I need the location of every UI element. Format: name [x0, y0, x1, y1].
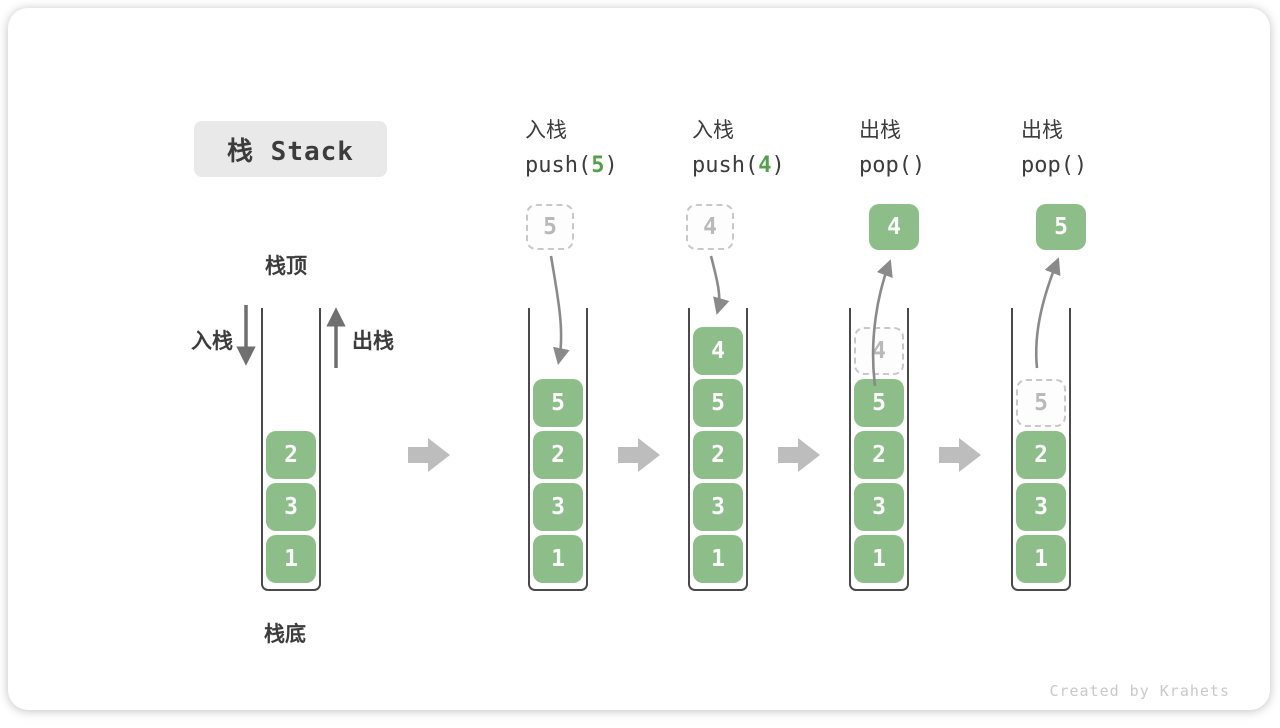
code-post: ): [604, 153, 618, 178]
stack-block: 2: [1016, 431, 1066, 479]
ghost-block: 5: [1016, 379, 1066, 427]
stack-block: 2: [266, 431, 316, 479]
op-header-pop-1: 出栈 pop(): [859, 114, 1019, 178]
popped-value-box: 5: [1036, 204, 1086, 250]
transition-arrow-icon: [618, 438, 660, 472]
op-name: 入栈: [692, 119, 734, 142]
pop-direction-label: 出栈: [352, 330, 394, 353]
op-name: 出栈: [1021, 119, 1063, 142]
transition-arrow-icon: [408, 438, 450, 472]
stack-block: 1: [854, 535, 904, 583]
code-pre: pop(: [859, 153, 912, 178]
code-pre: push(: [525, 153, 592, 178]
stack-block: 2: [693, 431, 743, 479]
incoming-value-box: 5: [526, 204, 574, 250]
stack-block: 5: [854, 379, 904, 427]
code-arg: 5: [591, 153, 605, 178]
op-header-pop-2: 出栈 pop(): [1021, 114, 1181, 178]
stack-block: 3: [1016, 483, 1066, 531]
title-box: 栈 Stack: [194, 121, 387, 177]
stack-container-2: 5 2 3 1: [528, 308, 588, 591]
transition-arrow-icon: [778, 438, 820, 472]
stack-container-5: 5 2 3 1: [1011, 308, 1071, 591]
stack-block: 1: [693, 535, 743, 583]
incoming-value-box: 4: [686, 204, 734, 250]
stack-top-label: 栈顶: [265, 255, 307, 278]
op-name: 出栈: [859, 119, 901, 142]
popped-value-box: 4: [869, 204, 919, 250]
op-header-push-5: 入栈 push(5): [525, 114, 685, 178]
watermark: Created by Krahets: [1049, 682, 1230, 700]
stack-block: 3: [533, 483, 583, 531]
op-code: push(5): [525, 153, 685, 178]
stack-bottom-label: 栈底: [264, 623, 306, 646]
op-code: pop(): [859, 153, 1019, 178]
code-post: ): [1073, 153, 1088, 178]
stack-block: 3: [854, 483, 904, 531]
push-curve-arrow-icon: [709, 255, 730, 315]
diagram-card: 栈 Stack 入栈 push(5) 入栈 push(4) 出栈 pop() 出…: [8, 8, 1270, 710]
stack-block: 3: [693, 483, 743, 531]
code-post: ): [771, 153, 785, 178]
op-code: push(4): [692, 153, 852, 178]
stack-container-1: 2 3 1: [261, 308, 321, 591]
code-pre: pop(: [1021, 153, 1074, 178]
stack-block: 2: [533, 431, 583, 479]
op-code: pop(): [1021, 153, 1181, 178]
stack-block: 2: [854, 431, 904, 479]
op-header-push-4: 入栈 push(4): [692, 114, 852, 178]
stack-container-3: 4 5 2 3 1: [688, 308, 748, 591]
code-arg: 4: [758, 153, 772, 178]
stack-block: 3: [266, 483, 316, 531]
stack-container-4: 4 5 2 3 1: [849, 308, 909, 591]
ghost-block: 4: [854, 327, 904, 375]
stack-block: 5: [533, 379, 583, 427]
stack-block: 1: [1016, 535, 1066, 583]
code-pre: push(: [692, 153, 759, 178]
op-name: 入栈: [525, 119, 567, 142]
stack-block: 5: [693, 379, 743, 427]
transition-arrow-icon: [939, 438, 981, 472]
stack-block: 1: [533, 535, 583, 583]
push-direction-label: 入栈: [191, 330, 233, 353]
stack-block: 1: [266, 535, 316, 583]
page-title: 栈 Stack: [227, 136, 354, 167]
stack-block: 4: [693, 327, 743, 375]
code-post: ): [911, 153, 926, 178]
